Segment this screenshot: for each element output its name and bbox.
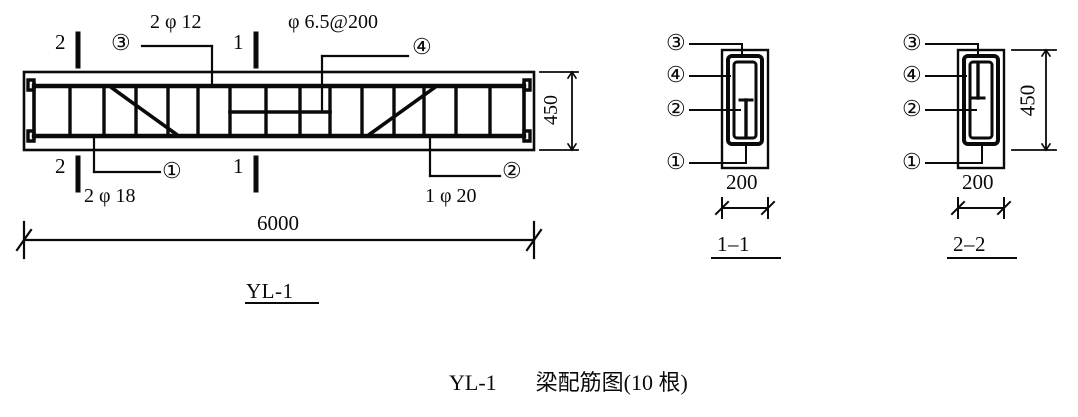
- s2-leaders: [925, 43, 983, 164]
- beam-outline: [22, 70, 536, 152]
- span-dimension-6000: [15, 220, 543, 260]
- s1-marker-4: ④: [666, 62, 686, 87]
- s2-width-dimension-label: 200: [962, 170, 994, 194]
- callout-4-marker: ④: [412, 34, 432, 59]
- section-mark-2-top-label: 2: [55, 30, 66, 54]
- s2-stirrup-inner: [968, 60, 994, 140]
- callout-3-marker: ③: [111, 30, 131, 55]
- callout-1-text: 2 φ 18: [84, 185, 136, 207]
- leader-callout-1: [92, 134, 162, 174]
- s2-width-dimension: [950, 197, 1012, 219]
- bent-up-bar-right: [367, 85, 437, 137]
- s1-marker-2: ②: [666, 96, 686, 121]
- depth-dimension-450: [539, 70, 579, 152]
- elevation-depth-dimension-label: 450: [540, 95, 562, 125]
- elevation-title: YL-1: [246, 279, 294, 303]
- span-dimension-label: 6000: [257, 211, 299, 235]
- s2-height-dimension-label: 450: [1015, 84, 1040, 117]
- stirrup-group: [68, 84, 492, 138]
- s2-title: 2–2: [953, 232, 986, 256]
- leader-callout-2: [428, 134, 502, 178]
- s2-marker-1: ①: [902, 149, 922, 174]
- s1-width-dimension-label: 200: [726, 170, 758, 194]
- drawing-caption-tag: YL-1: [449, 370, 497, 395]
- section-mark-1-top-label: 1: [233, 30, 244, 54]
- s1-marker-3: ③: [666, 30, 686, 55]
- leader-callout-3: [140, 44, 214, 88]
- s1-marker-1: ①: [666, 149, 686, 174]
- s1-stirrup-inner: [732, 60, 758, 140]
- s2-marker-2: ②: [902, 96, 922, 121]
- section-1-1-graphics: [689, 43, 781, 259]
- drawing-caption-rest: 梁配筋图(10 根): [535, 370, 688, 395]
- s1-title: 1–1: [717, 232, 750, 256]
- drawing-caption: YL-1 梁配筋图(10 根): [449, 372, 688, 394]
- s2-height-dimension: [1011, 48, 1057, 152]
- right-end-hook-top: [522, 78, 532, 92]
- callout-2-text: 1 φ 20: [425, 185, 477, 207]
- leader-callout-4: [320, 54, 410, 112]
- left-end-hook-top: [26, 78, 36, 92]
- section-mark-1-bottom-label: 1: [233, 154, 244, 178]
- s1-width-dimension: [714, 197, 776, 219]
- bent-up-bar-left: [109, 85, 179, 137]
- s2-marker-3: ③: [902, 30, 922, 55]
- s1-leaders: [689, 43, 747, 164]
- section-mark-2-bottom-label: 2: [55, 154, 66, 178]
- callout-3-text: 2 φ 12: [150, 11, 202, 33]
- callout-4-text: φ 6.5@200: [288, 11, 378, 33]
- section-mark-lines: [75, 31, 259, 193]
- callout-2-marker: ②: [502, 158, 522, 183]
- section-2-2-graphics: [925, 43, 1057, 259]
- callout-1-marker: ①: [162, 158, 182, 183]
- s2-marker-4: ④: [902, 62, 922, 87]
